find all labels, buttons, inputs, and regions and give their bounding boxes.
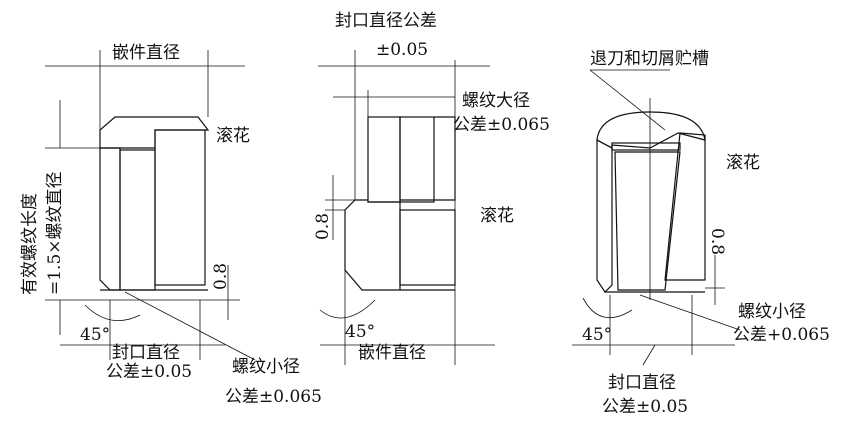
left-wall-section	[99, 147, 121, 291]
middle-knurl	[399, 209, 456, 286]
middle-thread	[399, 116, 435, 203]
right-angle-label: 45°	[582, 325, 612, 345]
left-thread	[119, 149, 156, 291]
middle-knurl-label: 滚花	[480, 206, 514, 226]
left-minor-tolerance-label: 公差±0.065	[225, 387, 322, 407]
middle-seal-tolerance-title: 封口直径公差	[335, 11, 437, 31]
left-seal-tolerance-label: 公差±0.05	[106, 362, 192, 382]
right-minor-diameter-label: 螺纹小径	[738, 302, 806, 322]
left-effective-length-label: 有效螺纹长度	[20, 193, 40, 295]
left-knurl-label: 滚花	[216, 126, 250, 146]
left-cap-section	[99, 116, 210, 149]
middle-major-diameter-label: 螺纹大径	[462, 91, 530, 111]
left-knurl	[154, 129, 206, 286]
middle-seal-tolerance-value: ±0.05	[376, 40, 428, 60]
right-relief-groove-label: 退刀和切屑贮槽	[590, 49, 709, 69]
right-dim-08: 0.8	[707, 228, 727, 255]
left-effective-length-formula: =1.5×螺纹直径	[45, 171, 65, 295]
right-minor-tolerance-label: 公差+0.065	[733, 325, 830, 345]
middle-major-tolerance-label: 公差±0.065	[453, 115, 550, 135]
left-insert: 嵌件直径 有效螺纹长度 =1.5×螺纹直径 滚花 0.8 45° 封口直径 公差…	[20, 43, 322, 407]
left-angle-label: 45°	[80, 325, 110, 345]
left-seal-diameter-label: 封口直径	[112, 343, 180, 363]
right-knurl-label: 滚花	[726, 153, 760, 173]
middle-lower-section	[344, 199, 401, 291]
left-minor-diameter-label: 螺纹小径	[232, 357, 300, 377]
right-knurl	[664, 132, 706, 281]
middle-insert-diameter-label: 嵌件直径	[358, 343, 426, 363]
middle-angle-label: 45°	[345, 322, 375, 342]
right-wall-section	[596, 139, 613, 293]
left-insert-diameter-label: 嵌件直径	[112, 43, 180, 63]
right-seal-diameter-label: 封口直径	[608, 373, 676, 393]
right-insert: 退刀和切屑贮槽 滚花 0.8 螺纹小径 公差+0.065 45° 封口直径 公差…	[572, 49, 830, 417]
right-thread	[614, 151, 681, 291]
middle-dim-08: 0.8	[313, 213, 333, 240]
right-dome-section	[596, 111, 706, 149]
left-dim-08: 0.8	[211, 263, 231, 290]
middle-thread-stem	[367, 116, 401, 203]
middle-insert: 封口直径公差 ±0.05 螺纹大径 公差±0.065 滚花 0.8 45° 嵌件…	[313, 11, 550, 365]
right-seal-tolerance-label: 公差±0.05	[602, 397, 688, 417]
